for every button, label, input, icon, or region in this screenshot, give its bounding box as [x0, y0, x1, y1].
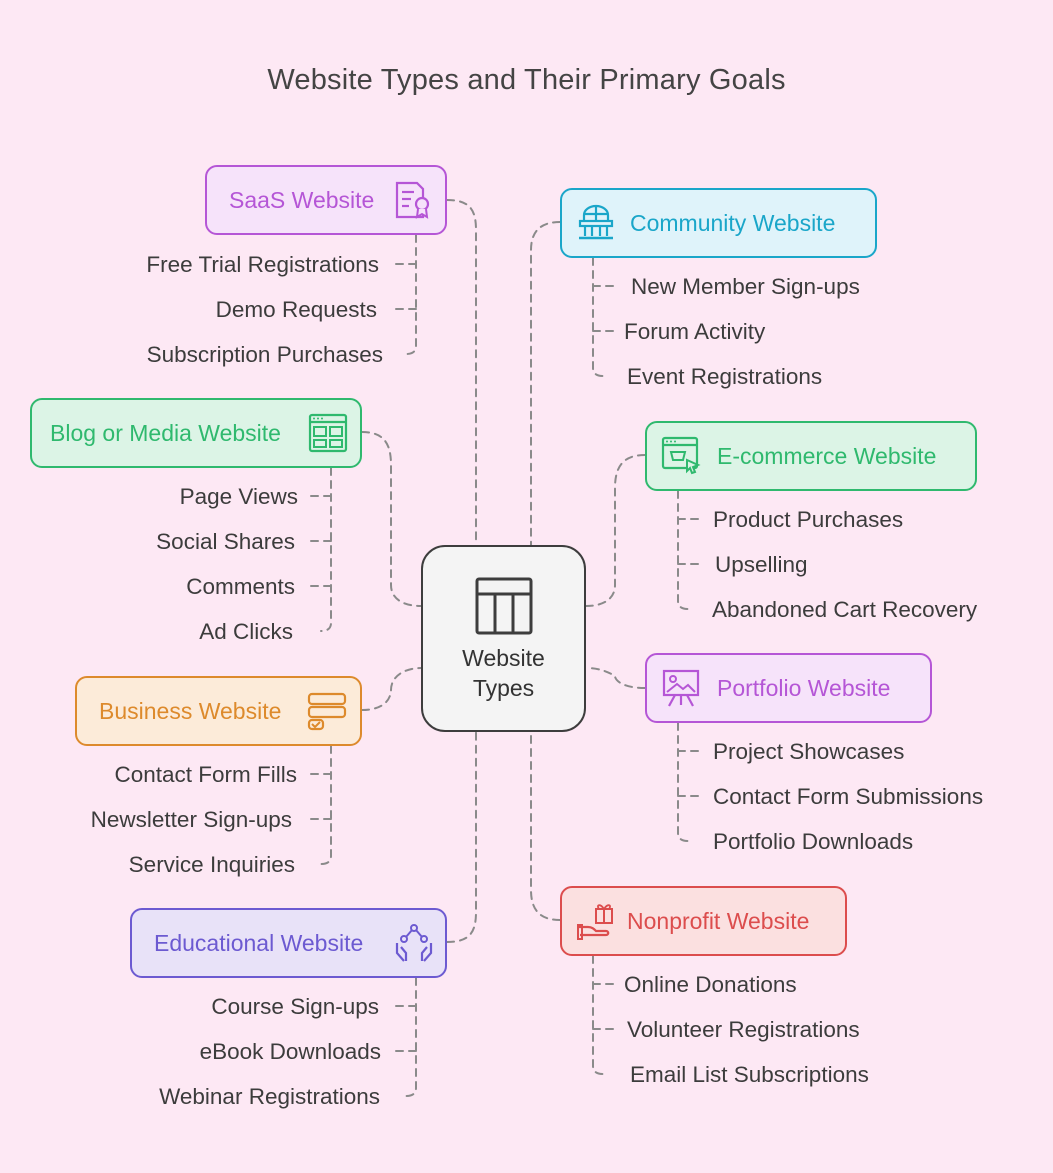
goal-item: Abandoned Cart Recovery: [712, 597, 978, 622]
node-label: Blog or Media Website: [50, 419, 281, 446]
ladder-saas-trunk: [405, 234, 417, 355]
goal-item: Newsletter Sign-ups: [90, 807, 292, 832]
goal-item: New Member Sign-ups: [631, 274, 860, 299]
connector-educational: [446, 731, 477, 943]
ladder-educational-trunk: [405, 977, 417, 1097]
connector-blog: [361, 431, 422, 607]
center-label-line1: Website: [462, 645, 545, 671]
goal-item: Online Donations: [624, 972, 797, 997]
goal-item: Forum Activity: [624, 319, 766, 344]
ladder-blog-trunk: [320, 467, 332, 632]
node-label: Portfolio Website: [717, 674, 891, 701]
goal-item: Project Showcases: [713, 739, 905, 764]
node-business-website: Business Website: [75, 676, 362, 746]
ladder-ecommerce-trunk: [677, 490, 689, 610]
node-label: E-commerce Website: [717, 442, 937, 469]
goal-item: Contact Form Submissions: [713, 784, 984, 809]
diagram-title: Website Types and Their Primary Goals: [267, 64, 786, 96]
community-building-icon: [578, 204, 614, 240]
node-saas-website: SaaS Website: [205, 165, 447, 235]
goal-item: Upselling: [715, 552, 808, 577]
node-label: Community Website: [630, 209, 836, 236]
node-community-website: Community Website: [560, 188, 877, 258]
table-layout-icon: [475, 577, 533, 635]
connector-saas: [446, 199, 477, 546]
node-portfolio-website: Portfolio Website: [645, 653, 932, 723]
form-checklist-icon: [307, 692, 347, 731]
shop-window-cursor-icon: [661, 436, 701, 475]
goal-item: Contact Form Fills: [114, 762, 297, 787]
node-nonprofit-website: Nonprofit Website: [560, 886, 847, 956]
goal-item: Demo Requests: [215, 297, 377, 322]
connector-community: [530, 221, 561, 546]
network-hands-icon: [395, 924, 433, 962]
goal-item: eBook Downloads: [199, 1039, 381, 1064]
node-blog-media-website: Blog or Media Website: [30, 398, 362, 468]
goal-item: Comments: [186, 574, 295, 599]
goal-item: Webinar Registrations: [159, 1084, 380, 1109]
goal-item: Ad Clicks: [199, 619, 293, 644]
goal-item: Product Purchases: [713, 507, 904, 532]
node-educational-website: Educational Website: [130, 908, 447, 978]
goal-item: Free Trial Registrations: [146, 252, 379, 277]
connector-portfolio: [585, 667, 646, 689]
gift-hand-icon: [577, 904, 613, 940]
node-ecommerce-website: E-commerce Website: [645, 421, 977, 491]
connector-business: [361, 667, 422, 711]
ladder-business-trunk: [320, 745, 332, 865]
connector-nonprofit: [530, 731, 561, 921]
goal-item: Page Views: [179, 484, 298, 509]
easel-picture-icon: [662, 669, 700, 707]
goal-item: Service Inquiries: [128, 852, 295, 877]
goal-item: Email List Subscriptions: [630, 1062, 869, 1087]
center-label-line2: Types: [472, 675, 535, 701]
goal-item: Portfolio Downloads: [713, 829, 914, 854]
node-label: Nonprofit Website: [627, 907, 810, 934]
goal-item: Subscription Purchases: [146, 342, 383, 367]
certificate-document-icon: [395, 181, 430, 219]
node-label: Business Website: [99, 697, 282, 724]
node-label: SaaS Website: [229, 186, 375, 213]
ladder-community-trunk: [592, 257, 604, 377]
goal-item: Course Sign-ups: [211, 994, 379, 1019]
goal-item: Social Shares: [156, 529, 295, 554]
node-label: Educational Website: [154, 929, 364, 956]
ladder-nonprofit-trunk: [592, 955, 604, 1075]
connector-ecommerce: [585, 454, 646, 607]
ladder-portfolio-trunk: [677, 722, 689, 842]
media-layout-icon: [308, 413, 348, 453]
goal-item: Event Registrations: [627, 364, 823, 389]
goal-item: Volunteer Registrations: [627, 1017, 860, 1042]
center-node: Website Types: [421, 545, 586, 732]
